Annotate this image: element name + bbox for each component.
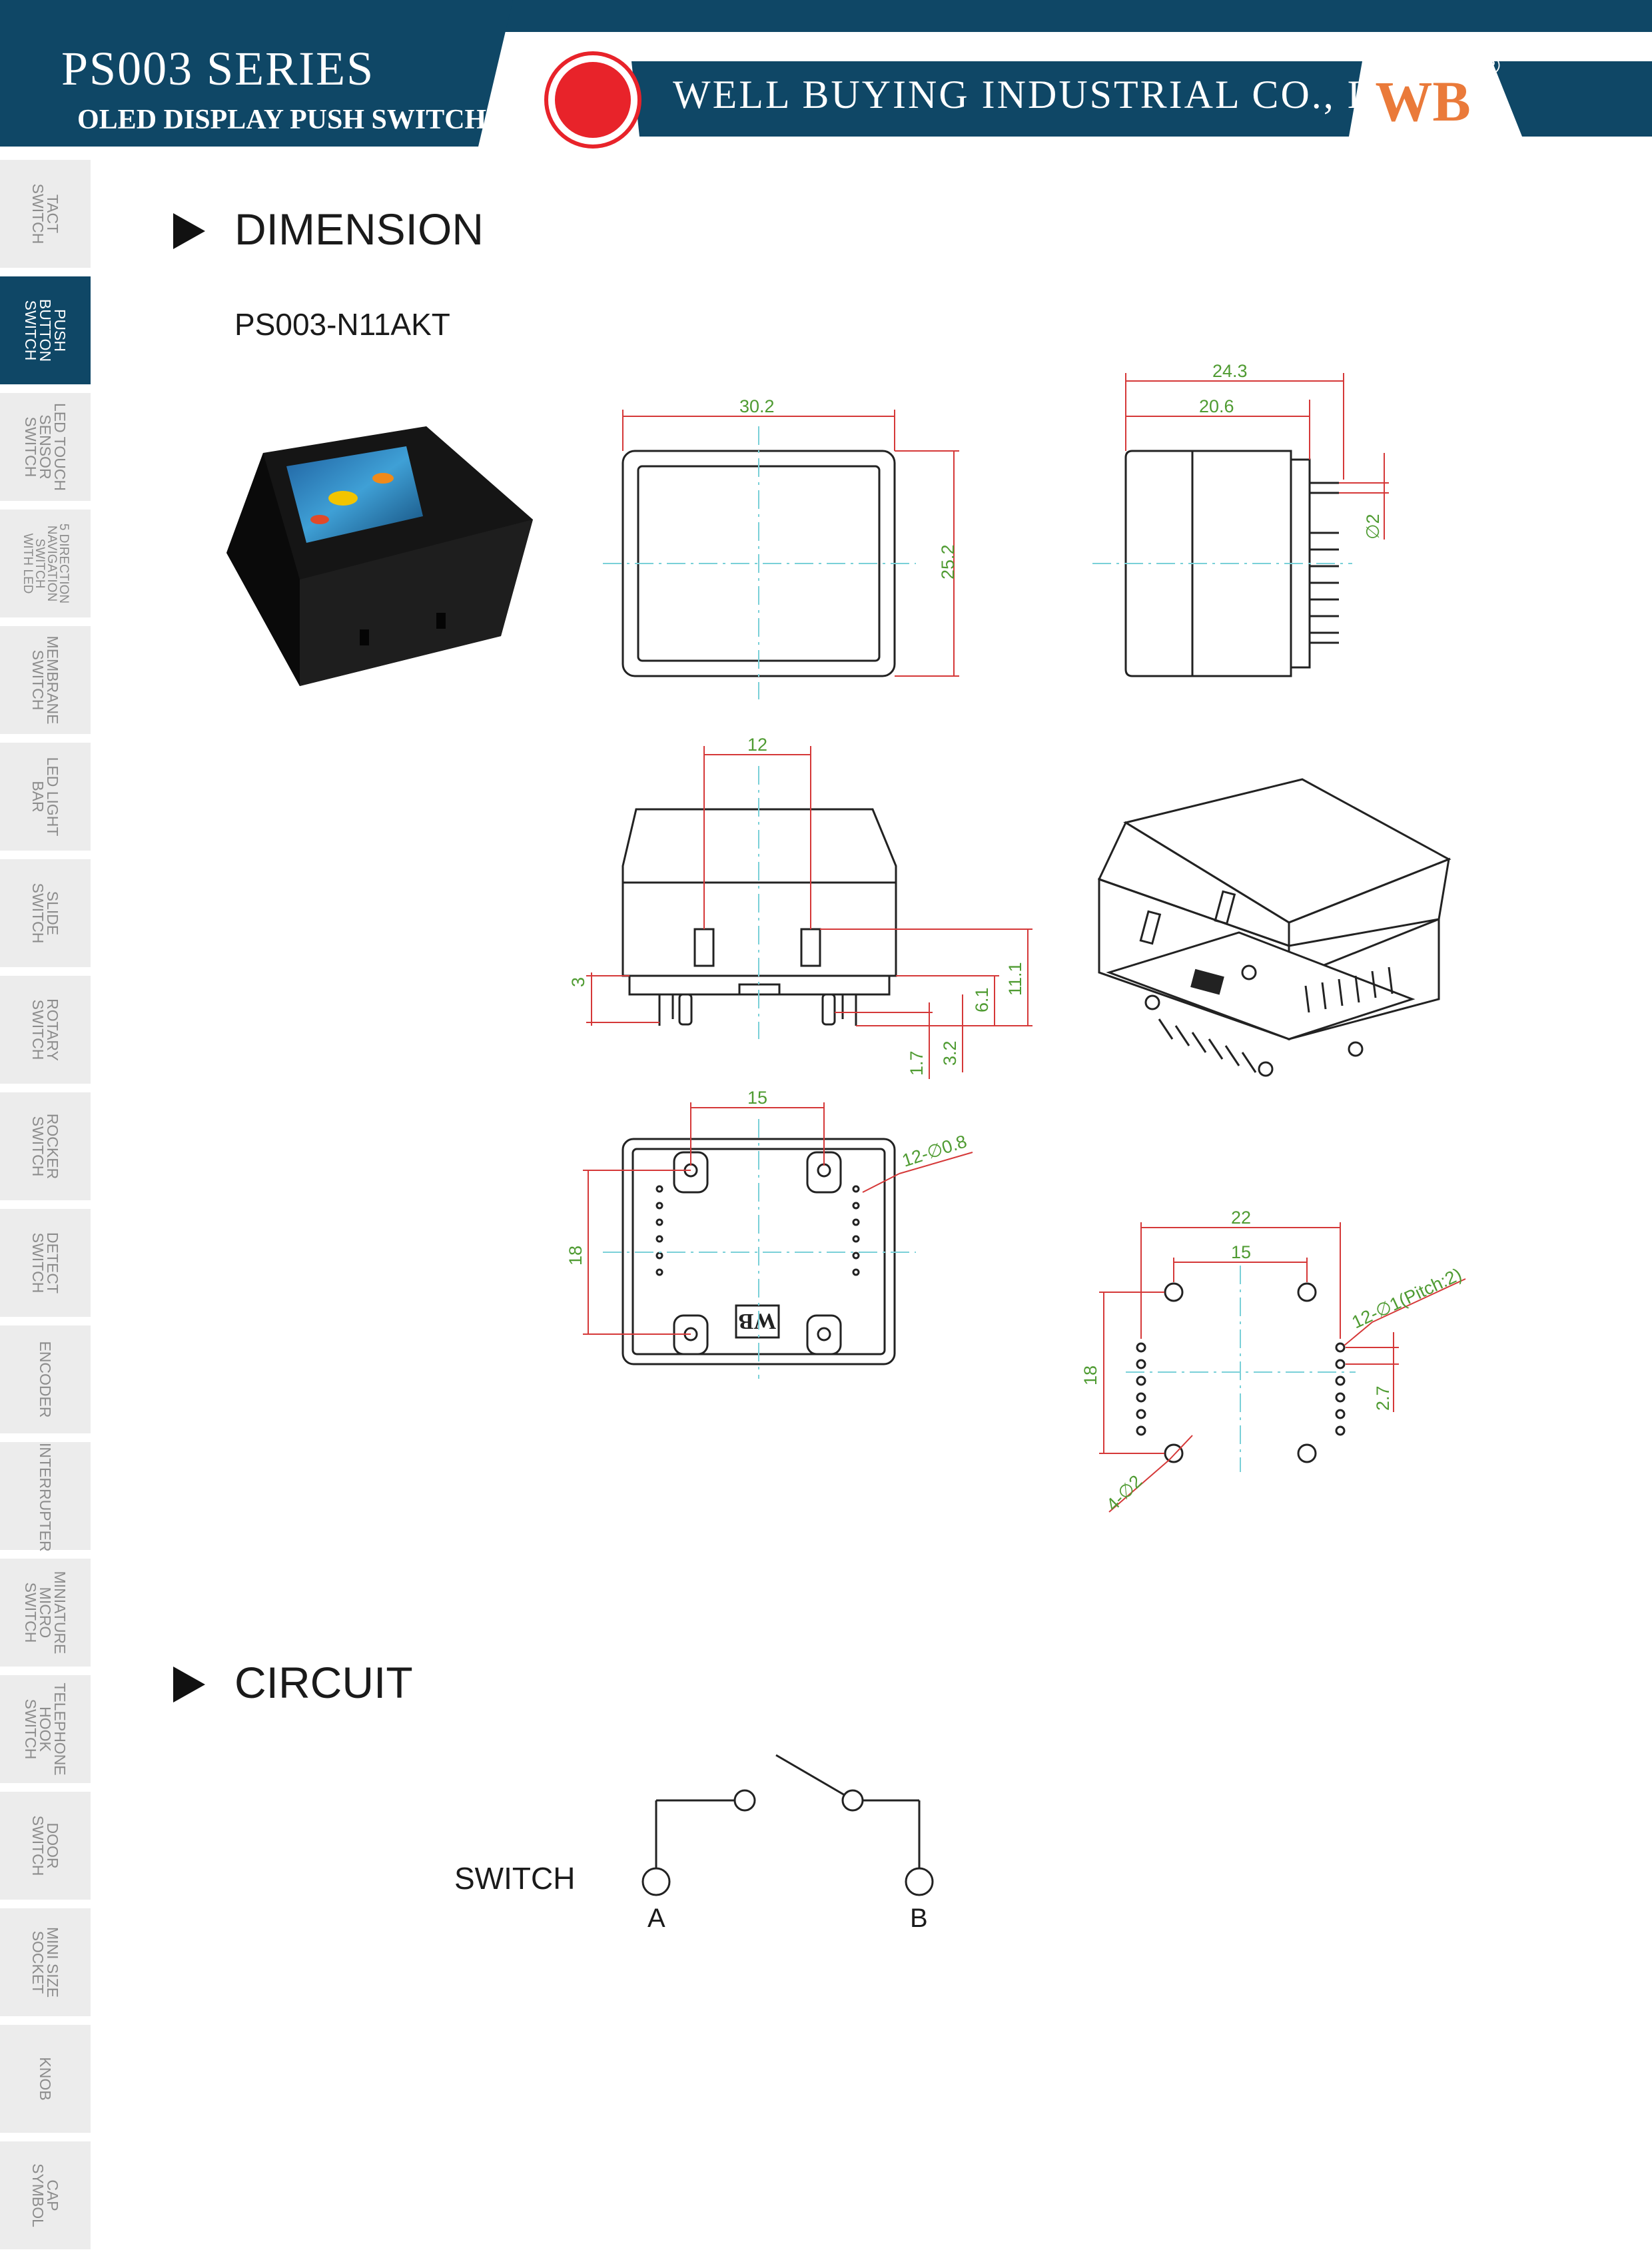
series-subtitle: OLED DISPLAY PUSH SWITCH bbox=[77, 105, 487, 135]
sidebar-item-led-touch-sensor-switch[interactable]: LED TOUCH SENSOR SWITCH bbox=[0, 393, 91, 505]
dim-bottom-holes: 12-∅0.8 bbox=[900, 1131, 969, 1170]
sidebar-item-tact-switch[interactable]: TACT SWITCH bbox=[0, 160, 91, 272]
circuit-schematic bbox=[641, 1754, 934, 1896]
sidebar-item-led-light-bar[interactable]: LED LIGHT BAR bbox=[0, 743, 91, 855]
sidebar-item-rocker-switch[interactable]: ROCKER SWITCH bbox=[0, 1092, 91, 1204]
dim-pcb-15: 15 bbox=[1231, 1242, 1251, 1262]
pcb-centerlines bbox=[1126, 1266, 1356, 1472]
top-view-dimensions bbox=[622, 410, 959, 677]
sidebar-item-rotary-switch[interactable]: ROTARY SWITCH bbox=[0, 976, 91, 1088]
sidebar-item-telephone-hook-switch[interactable]: TELEPHONE HOOK SWITCH bbox=[0, 1675, 91, 1787]
dim-pcb-holes: 12-∅1(Pitch:2) bbox=[1349, 1264, 1465, 1332]
sidebar-item-5-direction-navigation[interactable]: 5 DIRECTION NAVIGATION SWITCH WITH LED bbox=[0, 510, 91, 621]
dim-pcb-22: 22 bbox=[1231, 1208, 1251, 1228]
sidebar-item-membrane-switch[interactable]: MEMBRANE SWITCH bbox=[0, 626, 91, 738]
sidebar-item-miniature-micro-switch[interactable]: MINIATURE MICRO SWITCH bbox=[0, 1559, 91, 1671]
dim-side-total: 24.3 bbox=[1212, 361, 1248, 381]
bottom-view-centerlines bbox=[603, 1119, 916, 1379]
circuit-bullet-icon bbox=[173, 1667, 205, 1702]
dim-front-3-2: 3.2 bbox=[940, 1040, 960, 1066]
side-view-dimensions bbox=[1125, 373, 1389, 540]
pcb-layout-drawing bbox=[1136, 1282, 1346, 1463]
dim-height: 25.2 bbox=[938, 544, 958, 579]
dim-side-body: 20.6 bbox=[1199, 396, 1234, 416]
wb-logo: WB bbox=[1375, 69, 1471, 133]
dim-bottom-15: 15 bbox=[747, 1088, 767, 1108]
dim-pcb-mount: 4-∅2 bbox=[1102, 1471, 1146, 1515]
bottom-view-dimensions bbox=[583, 1102, 973, 1335]
sidebar-item-door-switch[interactable]: DOOR SWITCH bbox=[0, 1792, 91, 1904]
product-photo bbox=[226, 426, 533, 686]
terminal-a-label: A bbox=[647, 1904, 665, 1933]
sidebar-item-encoder[interactable]: ENCODER bbox=[0, 1325, 91, 1437]
sidebar-item-mini-size-socket[interactable]: MINI SIZE SOCKET bbox=[0, 1908, 91, 2020]
pcb-dimensions bbox=[1099, 1222, 1466, 1513]
dim-front-6-1: 6.1 bbox=[972, 987, 992, 1012]
header-banner bbox=[0, 0, 1652, 149]
circuit-heading: CIRCUIT bbox=[234, 1658, 413, 1707]
bottom-view-logo: WB bbox=[739, 1309, 777, 1333]
sidebar-item-interrupter[interactable]: INTERRUPTER bbox=[0, 1442, 91, 1554]
dim-front-spacing: 12 bbox=[747, 735, 767, 755]
side-view-drawing bbox=[1124, 450, 1339, 677]
circuit-switch-label: SWITCH bbox=[454, 1861, 576, 1896]
dim-front-3: 3 bbox=[568, 977, 588, 987]
company-name: WELL BUYING INDUSTRIAL CO., LTD bbox=[673, 73, 1428, 117]
top-view-centerlines bbox=[603, 426, 916, 699]
front-view-dimensions bbox=[586, 746, 1032, 1079]
dim-pcb-2-7: 2.7 bbox=[1373, 1385, 1393, 1411]
dimension-heading: DIMENSION bbox=[234, 204, 484, 254]
model-number: PS003-N11AKT bbox=[234, 307, 450, 342]
sidebar-item-slide-switch[interactable]: SLIDE SWITCH bbox=[0, 859, 91, 971]
dim-front-1-7: 1.7 bbox=[907, 1050, 927, 1076]
sidebar-item-cap-symbol[interactable]: CAP SYMBOL bbox=[0, 2141, 91, 2253]
isometric-logo-mark bbox=[1190, 968, 1224, 995]
wb-logo-box bbox=[1369, 63, 1475, 137]
dimension-bullet-icon bbox=[173, 213, 205, 249]
sidebar-item-knob[interactable]: KNOB bbox=[0, 2025, 91, 2137]
dim-front-11-1: 11.1 bbox=[1005, 962, 1025, 996]
dim-side-pin: ∅2 bbox=[1363, 514, 1383, 540]
sidebar-item-detect-switch[interactable]: DETECT SWITCH bbox=[0, 1209, 91, 1321]
sidebar-item-push-button-switch[interactable]: PUSH BUTTON SWITCH bbox=[0, 276, 91, 388]
dim-width: 30.2 bbox=[739, 396, 775, 416]
dim-pcb-18: 18 bbox=[1080, 1365, 1100, 1385]
series-title: PS003 SERIES bbox=[61, 42, 375, 95]
isometric-view-drawing bbox=[1097, 778, 1451, 1077]
registered-mark: ® bbox=[1481, 52, 1500, 80]
terminal-b-label: B bbox=[910, 1904, 928, 1933]
dim-bottom-18: 18 bbox=[566, 1246, 586, 1266]
